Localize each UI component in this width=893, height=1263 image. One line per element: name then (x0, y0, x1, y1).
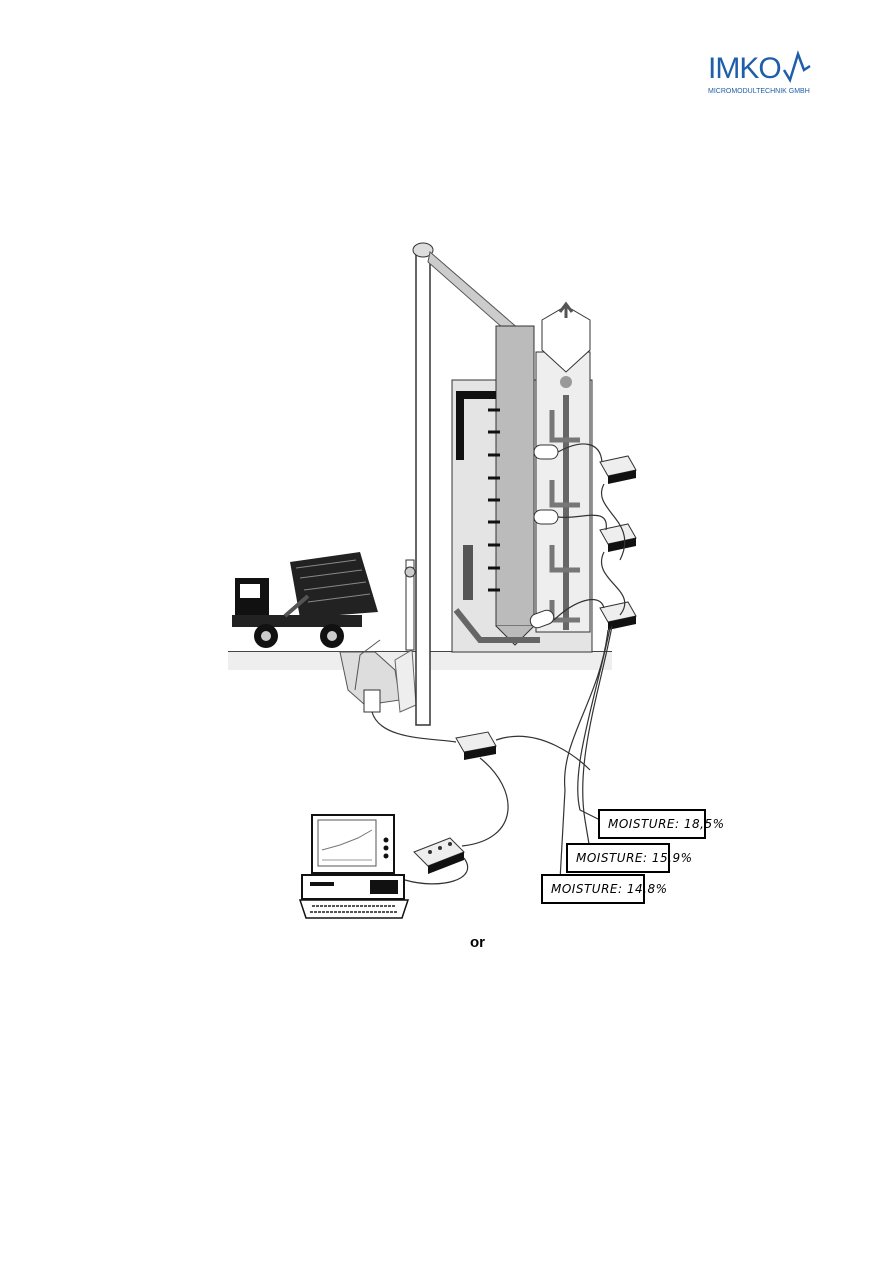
elevator-tower (404, 242, 521, 726)
imko-logo: IMKO MICROMODULTECHNIK GMBH (708, 50, 811, 95)
interface-box-icon (404, 837, 469, 885)
readout-value: 14,8% (626, 882, 668, 896)
transmitter-boxes (599, 455, 637, 630)
sensor-2-icon (533, 509, 559, 525)
dryer-body (451, 301, 593, 653)
intake-transmitter (371, 711, 591, 847)
sensor-1-icon (533, 444, 559, 460)
computer-icon (298, 814, 410, 919)
moisture-readout-2: MOISTURE: 15,9% (566, 843, 692, 873)
truck-icon (232, 552, 378, 648)
logo-brand: IMKO (708, 52, 781, 85)
caption-or: or (470, 934, 485, 951)
moisture-readout-3: MOISTURE: 14,8% (541, 874, 667, 904)
logo-subtitle: MICROMODULTECHNIK GMBH (708, 88, 810, 95)
readout-value: 18,5% (683, 817, 725, 831)
readout-label: MOISTURE: (551, 882, 623, 896)
sensor-cables (553, 443, 626, 881)
intake-pit (339, 639, 417, 713)
readout-value: 15,9% (651, 851, 693, 865)
moisture-readout-1: MOISTURE: 18,5% (598, 809, 724, 839)
sensor-3-icon (529, 609, 555, 629)
readout-label: MOISTURE: (576, 851, 648, 865)
readout-label: MOISTURE: (608, 817, 680, 831)
